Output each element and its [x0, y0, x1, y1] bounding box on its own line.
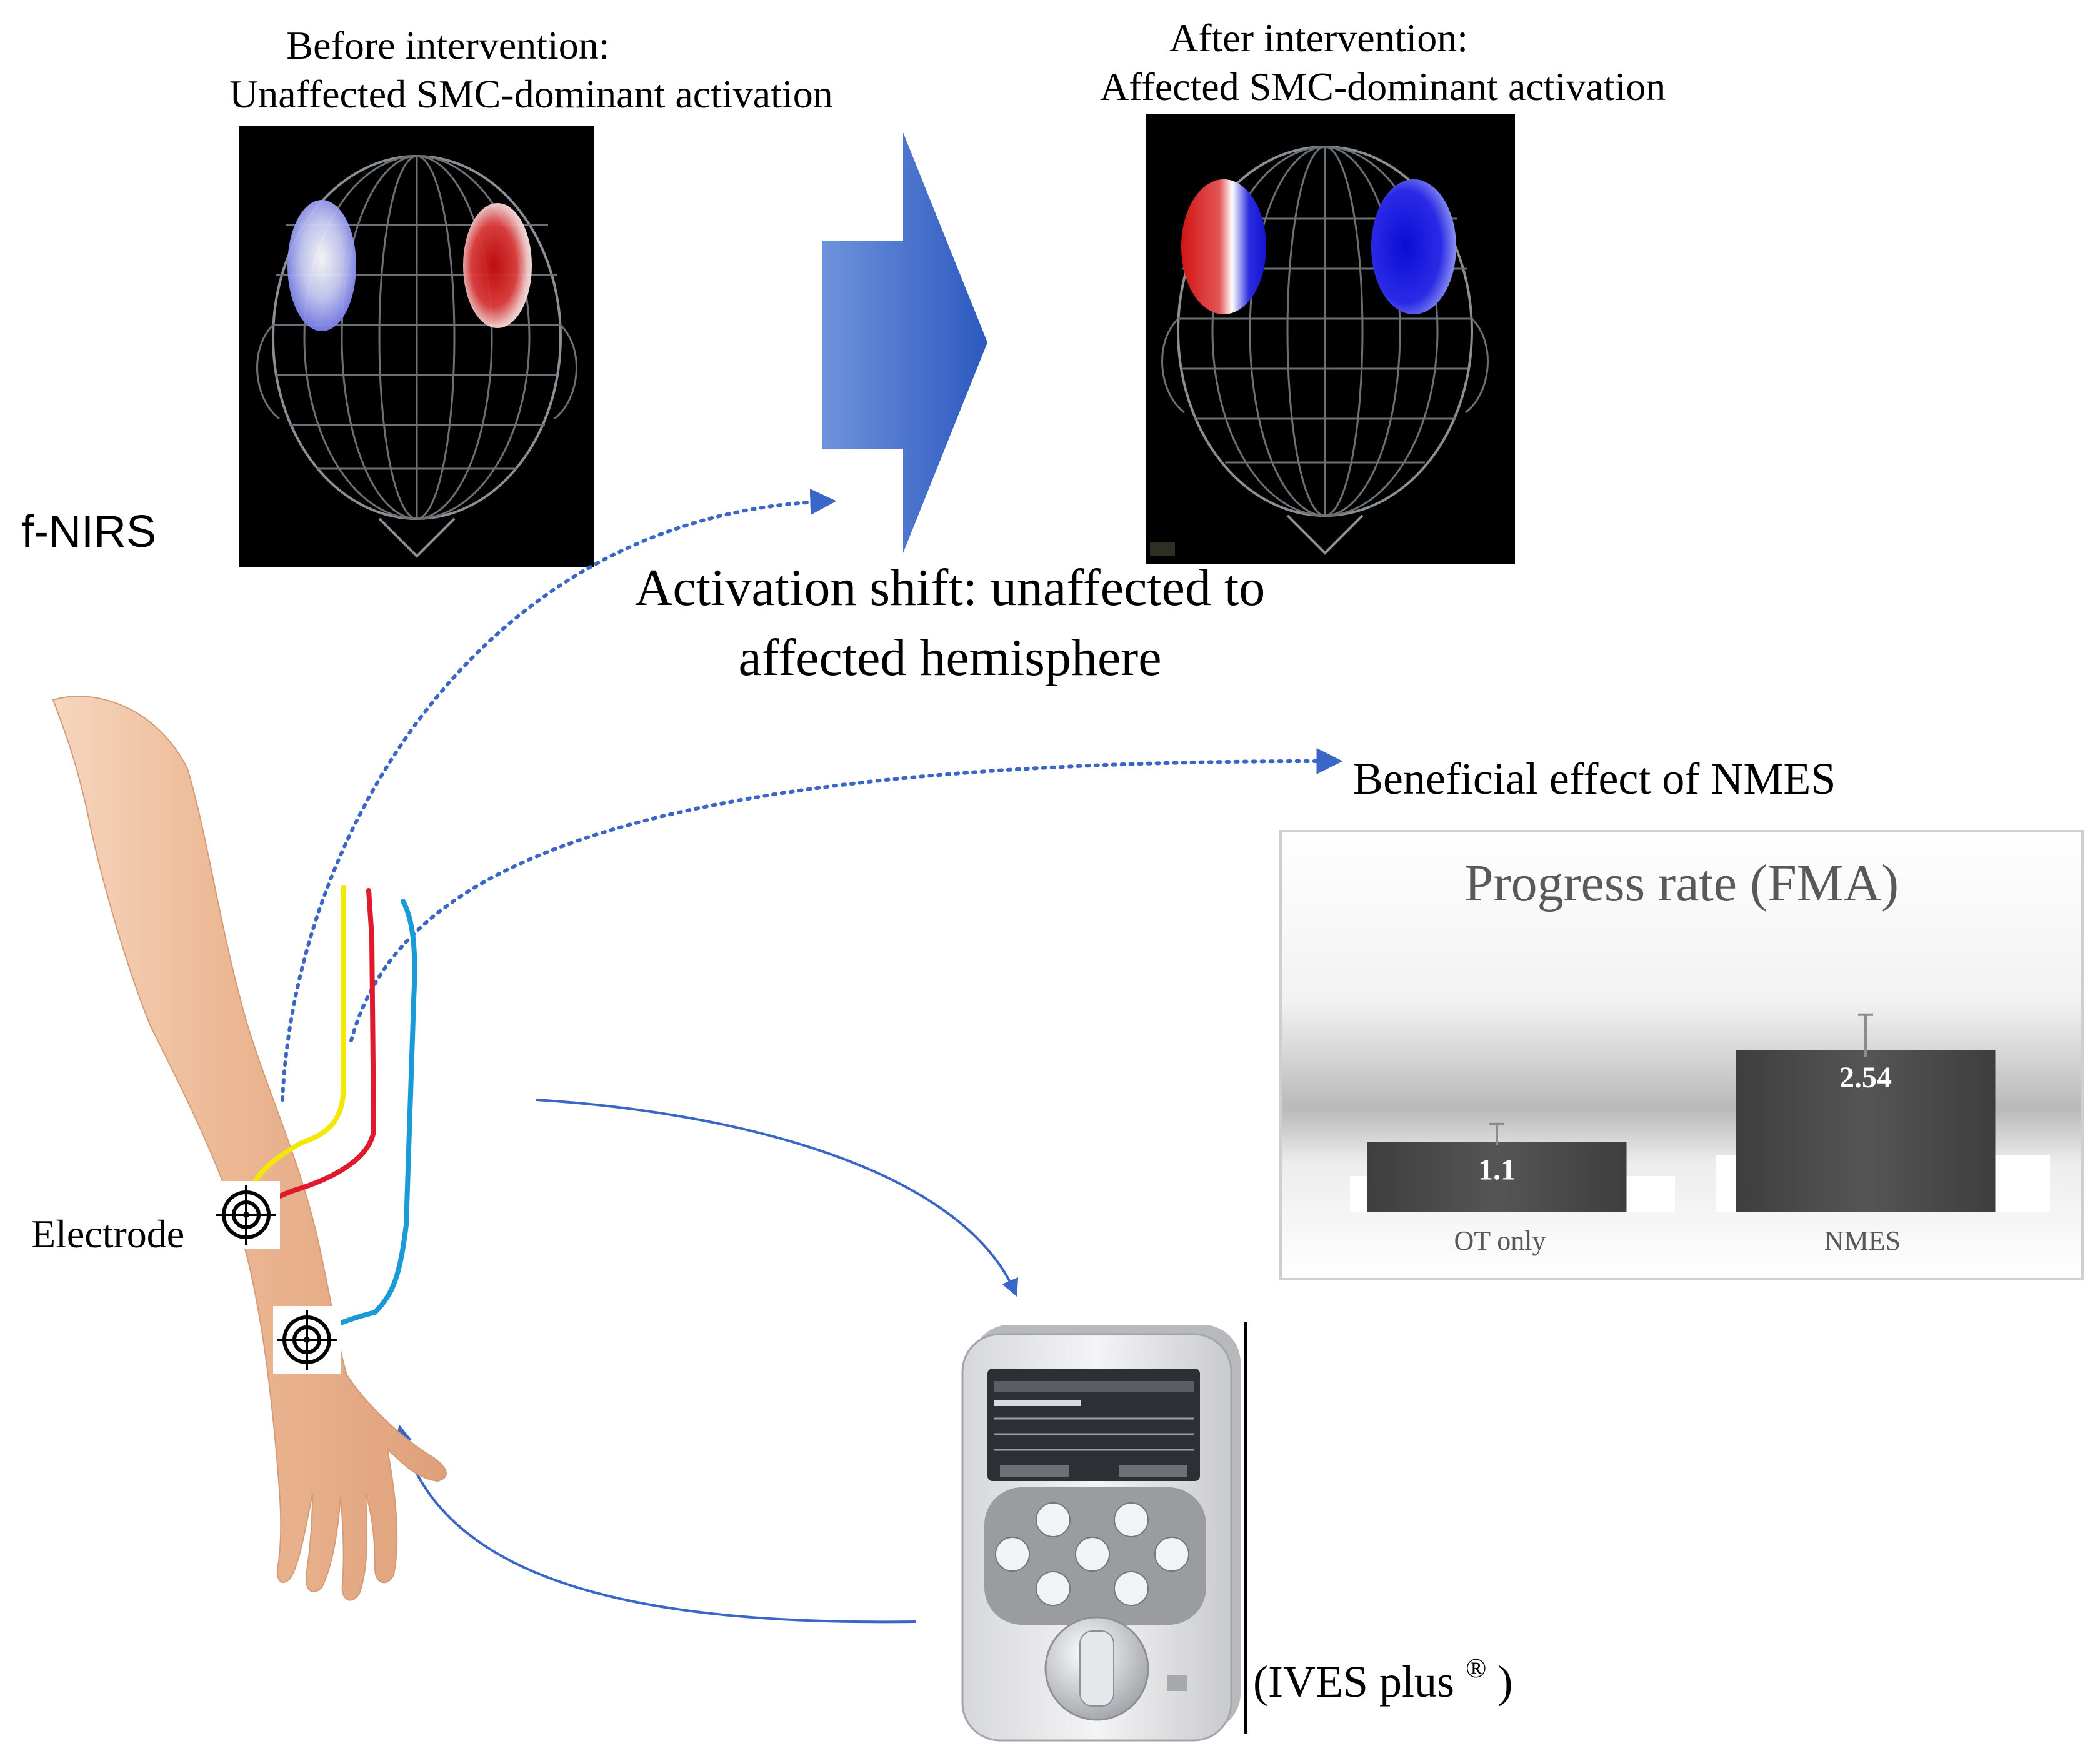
device-label-close: ): [1498, 1657, 1513, 1707]
shift-caption-line1: Activation shift: unaffected to: [634, 559, 1266, 617]
error-bar: [1858, 1013, 1873, 1057]
chart-bar-nmes: [1736, 1050, 1996, 1212]
chart-data-label: 1.1: [1478, 1153, 1516, 1186]
after-caption-line2: Affected SMC-dominant activation: [1100, 64, 1666, 109]
electrode-target-upper: [212, 1181, 280, 1249]
arrow-to-hand: [394, 1424, 916, 1624]
wire-yellow: [244, 885, 346, 1205]
fnirs-label: f-NIRS: [21, 507, 156, 557]
chart-title: Progress rate (FMA): [1464, 854, 1899, 912]
activation-blob-left-before: [288, 200, 356, 331]
shift-caption: Activation shift: unaffected to affected…: [562, 553, 1338, 693]
dotted-arrow-to-shift: [281, 489, 837, 1102]
activation-blob-right-before: [463, 203, 532, 328]
device-screen: [988, 1369, 1200, 1481]
arrow-to-device: [536, 1099, 1019, 1297]
before-caption-line2: Unaffected SMC-dominant activation: [229, 72, 833, 116]
activation-blob-left-after: [1181, 179, 1266, 314]
device-registered-mark: ®: [1466, 1653, 1487, 1684]
brain-image-after: [1146, 114, 1515, 564]
wire-cyan: [304, 899, 418, 1343]
before-caption-line1: Before intervention:: [286, 23, 610, 67]
arm-illustration: [52, 696, 447, 1601]
progress-chart: 1.1 2.54: [1279, 830, 2084, 1280]
chart-category-label-nmes: NMES: [1824, 1225, 1901, 1256]
benefit-label: Beneficial effect of NMES: [1353, 754, 1836, 804]
chart-category-label-ot-only: OT only: [1454, 1225, 1546, 1256]
chart-data-label: 2.54: [1839, 1061, 1892, 1094]
after-caption-line1: After intervention:: [1169, 16, 1469, 60]
error-bar: [1489, 1122, 1504, 1146]
device-label-text: (IVES plus: [1253, 1657, 1454, 1707]
activation-blob-right-after: [1371, 179, 1456, 314]
after-caption: After intervention: Affected SMC-dominan…: [1100, 14, 1666, 111]
brain-image-before: [239, 126, 594, 567]
dotted-arrow-to-benefit: [349, 747, 1343, 1042]
shift-arrow: [822, 132, 988, 553]
before-caption: Before intervention: Unaffected SMC-domi…: [229, 21, 833, 119]
head-mesh-after: [1161, 146, 1489, 555]
chart-bar-ot-only: [1367, 1142, 1627, 1212]
electrode-label: Electrode: [31, 1212, 185, 1256]
electrode-target-lower: [273, 1306, 341, 1374]
device-label: (IVES plus ® ): [1253, 1653, 1513, 1708]
nmes-device: [961, 1325, 1241, 1742]
shift-caption-line2: affected hemisphere: [738, 629, 1162, 687]
